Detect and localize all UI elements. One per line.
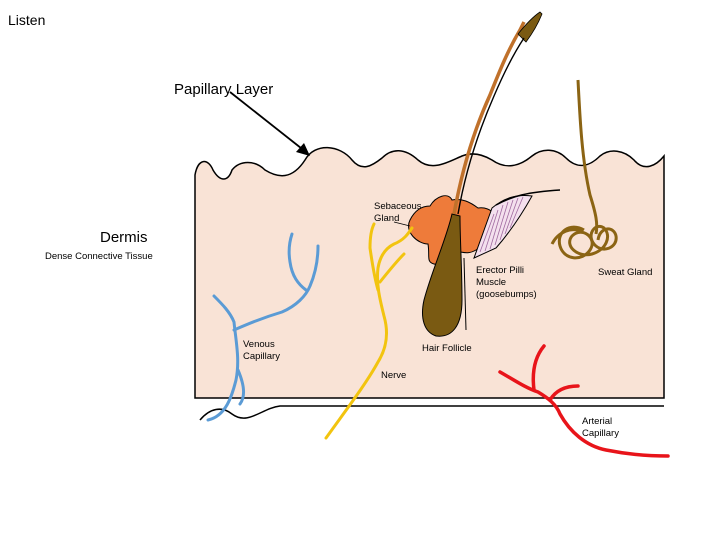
hair-follicle-label: Hair Follicle [422,343,472,354]
erector-pilli-muscle [473,189,561,259]
hair-follicle [422,213,463,337]
dense-connective-tissue-label: Dense Connective Tissue [45,251,153,262]
sweat-gland-label: Sweat Gland [598,267,653,278]
nerve-label: Nerve [381,370,407,381]
hair-follicle-edge [463,257,467,331]
dermis-label: Dermis [100,229,148,246]
papillary-arrow [229,91,307,153]
sweat-gland [550,79,618,260]
hair-shaft-dark-line [457,37,525,215]
hair-shaft [452,21,526,215]
dermis-bottom-edge [199,405,664,421]
sebaceous-gland-label: Sebaceous Gland [374,201,422,224]
listen-button[interactable]: Listen [8,12,46,28]
sebaceous-leader [393,221,411,227]
papillary-arrowhead [296,143,310,156]
arterial-capillary [498,344,670,458]
hair-shaft-tip [517,11,543,43]
nerve [324,222,414,440]
venous-capillary [206,232,320,422]
erector-pilli-label: Erector Pilli Muscle (goosebumps) [476,265,537,300]
papillary-layer-label: Papillary Layer [174,81,274,98]
dermis-block [194,146,665,399]
venous-capillary-label: Venous Capillary [243,339,280,362]
arterial-capillary-label: Arterial Capillary [582,416,619,439]
